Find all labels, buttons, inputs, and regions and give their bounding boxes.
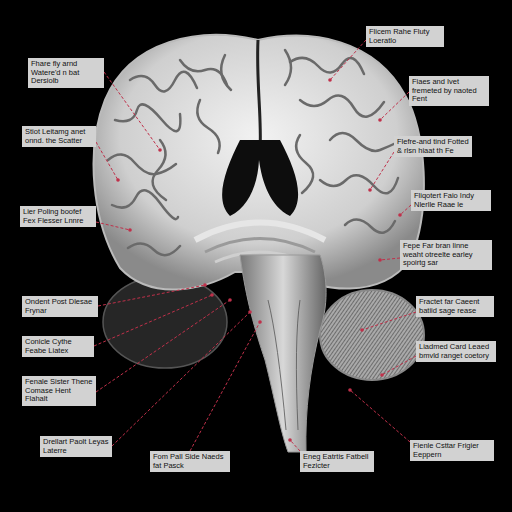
callout-box: Fiaes and Ivet fremeted by naoted Fent [409,76,489,106]
callout-text: Flicem Rahe Fluty Loeratlo [369,28,441,45]
callout-box: Fepe Far bran linne weaht otreelte earle… [400,240,492,270]
callout-text: Fractet far Caeent batiid sage rease [419,298,491,315]
callout-box: Eneg Eatrtis Fatbell Fezicter [300,451,374,472]
callout-box: Drellart Paolt Leyas Laterre [40,436,112,457]
callout-box: Fhare fly arnd Watere'd n bat Dersiolb [28,58,104,88]
callout-text: Fenale Sister Thene Comase Hent Flahalt [25,378,93,404]
callout-box: Fractet far Caeent batiid sage rease [416,296,494,317]
callout-text: Lier Poling boofef Fex Flesser Lnnre [23,208,93,225]
callout-box: Liadmed Card Leaed bmvld ranget coetory [416,341,496,362]
callout-box: Stiot Leitamg anet onnd. the Scatter [22,126,96,147]
callout-text: Fom Pall Side Naeds fat Pasck [153,453,227,470]
callout-box: Flicem Rahe Fluty Loeratlo [366,26,444,47]
callout-text: Stiot Leitamg anet onnd. the Scatter [25,128,93,145]
ventricles [222,140,298,216]
callout-box: Fliqotert Faio Indy Nlerlle Raae le [411,190,491,211]
callout-box: Fienle Csttar Frigier Eeppern [410,440,494,461]
callout-text: Fliqotert Faio Indy Nlerlle Raae le [414,192,488,209]
callout-text: Fepe Far bran linne weaht otreelte earle… [403,242,489,268]
callout-text: Eneg Eatrtis Fatbell Fezicter [303,453,371,470]
brainstem [240,255,326,452]
callout-text: Fienle Csttar Frigier Eeppern [413,442,491,459]
callout-box: Ondent Post Dlesae Frynar [22,296,98,317]
callout-box: Lier Poling boofef Fex Flesser Lnnre [20,206,96,227]
longitudinal-fissure [258,40,261,150]
callout-text: Flefre-and tind Fotted & rlsn hiaat th F… [397,138,469,155]
callout-box: Fom Pall Side Naeds fat Pasck [150,451,230,472]
callout-box: Flefre-and tind Fotted & rlsn hiaat th F… [394,136,472,157]
cerebrum [94,35,424,290]
callout-box: Fenale Sister Thene Comase Hent Flahalt [22,376,96,406]
callout-text: Fhare fly arnd Watere'd n bat Dersiolb [31,60,101,86]
gyri [108,50,398,255]
callout-box: Conicle Cythe Feabe Liatex [22,336,94,357]
callout-text: Drellart Paolt Leyas Laterre [43,438,109,455]
callout-text: Liadmed Card Leaed bmvld ranget coetory [419,343,493,360]
cerebellum [320,290,424,380]
callout-text: Fiaes and Ivet fremeted by naoted Fent [412,78,486,104]
callout-text: Conicle Cythe Feabe Liatex [25,338,91,355]
callout-text: Ondent Post Dlesae Frynar [25,298,95,315]
